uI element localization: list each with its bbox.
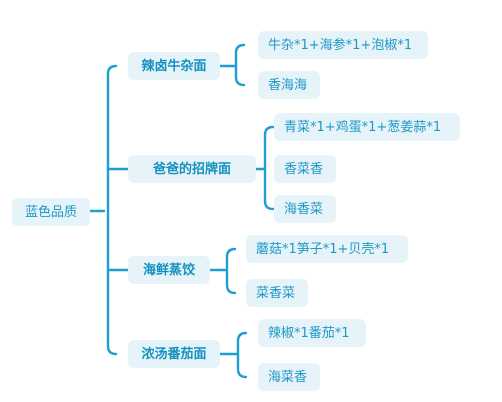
connector-branch-3-children	[225, 247, 237, 295]
connector-trunk	[106, 64, 118, 356]
branch-node-2[interactable]: 爸爸的招牌面	[128, 155, 256, 183]
leaf-node-2-2[interactable]: 香菜香	[274, 155, 336, 183]
connector-branch-1-children	[234, 43, 246, 87]
leaf-node-2-3[interactable]: 海香菜	[274, 195, 336, 223]
leaf-node-3-2[interactable]: 菜香菜	[246, 279, 308, 307]
leaf-node-1-1[interactable]: 牛杂*1+海参*1+泡椒*1	[258, 31, 428, 59]
branch-node-1[interactable]: 辣卤牛杂面	[128, 52, 220, 80]
branch-node-3[interactable]: 海鲜蒸饺	[128, 256, 210, 284]
connector-branch-2-children	[263, 125, 275, 211]
leaf-node-4-2[interactable]: 海菜香	[258, 363, 320, 391]
leaf-node-4-1[interactable]: 辣椒*1番茄*1	[258, 319, 366, 347]
connector-branch-4-children	[236, 331, 248, 379]
branch-node-4[interactable]: 浓汤番茄面	[128, 340, 220, 368]
leaf-node-3-1[interactable]: 蘑菇*1笋子*1+贝壳*1	[246, 235, 408, 263]
root-node[interactable]: 蓝色品质	[12, 198, 90, 226]
leaf-node-1-2[interactable]: 香海海	[258, 71, 320, 99]
leaf-node-2-1[interactable]: 青菜*1+鸡蛋*1+葱姜蒜*1	[274, 113, 460, 141]
